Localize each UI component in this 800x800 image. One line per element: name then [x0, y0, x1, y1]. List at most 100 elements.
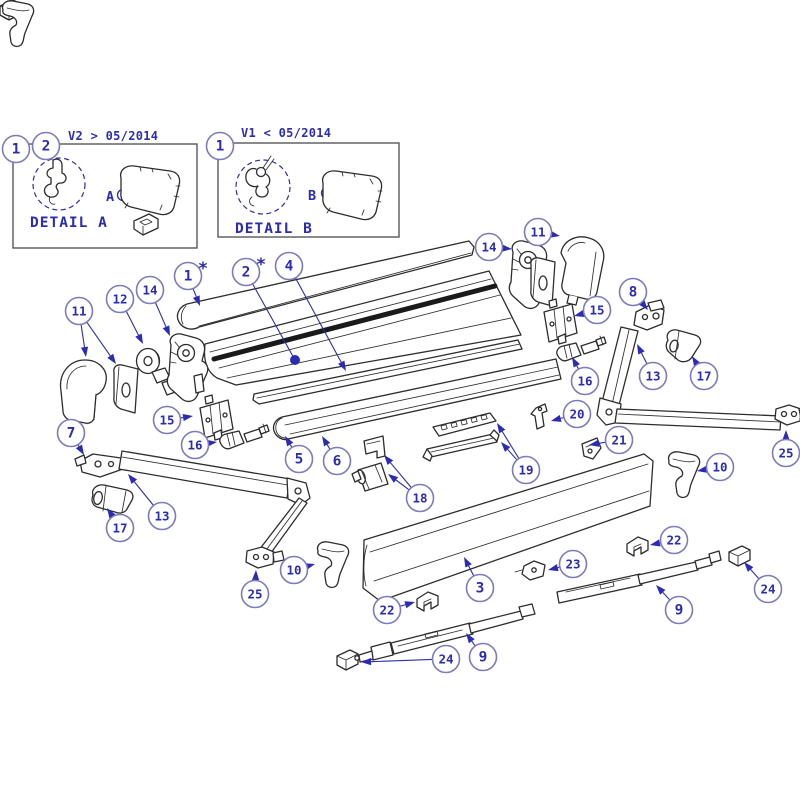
callout-circle [465, 573, 495, 603]
end-knob-left-part [219, 423, 270, 450]
arm-knuckle-cover-right-part [665, 329, 702, 363]
callout-number: 25 [778, 446, 793, 461]
callout-circle [322, 446, 352, 476]
callout-circle [64, 296, 94, 326]
arrowhead-icon [464, 557, 472, 568]
callout-number: 10 [286, 563, 301, 578]
callout-circle [173, 261, 203, 291]
callout-circle [705, 452, 735, 482]
callout-number: 1 [12, 142, 21, 158]
arrowhead-icon [107, 353, 116, 364]
right-endcap-plate-part [530, 257, 556, 307]
callout-22: 22 [372, 595, 415, 625]
arrowhead-icon [322, 436, 331, 447]
callout-15: 15 [152, 405, 193, 435]
callout-circle [135, 275, 165, 305]
foot-pad-right [667, 451, 701, 499]
leader-line [399, 604, 406, 607]
callout-13: 13 [637, 344, 668, 391]
callout-circle [618, 277, 648, 307]
callout-14: 14 [474, 232, 512, 262]
arrowhead-icon [388, 474, 399, 483]
callout-number: 9 [675, 603, 684, 619]
arrowhead-icon [361, 658, 372, 666]
callout-number: 7 [67, 426, 76, 442]
fixing-clip-left [416, 591, 439, 612]
arrowhead-icon [135, 333, 143, 344]
callout-number: 3 [476, 581, 485, 597]
callout-circle [570, 366, 600, 396]
callout-9: 9 [656, 585, 694, 625]
leader-line [389, 462, 412, 489]
foot-pad-left [316, 541, 350, 589]
callout-6: 6 [322, 436, 352, 476]
arrowhead-icon [697, 465, 708, 473]
foot-pad-part [1, 0, 35, 48]
endcap-outline-drawing-b [321, 170, 383, 221]
callout-circle [523, 217, 553, 247]
spacer-block-part [133, 213, 159, 236]
arrowhead-icon [162, 325, 170, 336]
callout-number: 18 [412, 491, 427, 506]
arrowhead-icon [75, 444, 84, 455]
arrowhead-icon [466, 633, 475, 644]
callout-number: 17 [696, 369, 711, 384]
callout-circle [638, 361, 668, 391]
callout-11: 11 [523, 217, 560, 247]
arrowhead-icon [128, 474, 138, 485]
left-endcap-plate-part [113, 364, 139, 414]
callout-16: 16 [180, 430, 217, 460]
callout-25: 25 [771, 430, 800, 468]
callout-number: 14 [481, 240, 496, 255]
left-spring-arm-part [74, 450, 311, 569]
detail-box-a-frame [12, 143, 198, 249]
arrowhead-icon [192, 295, 200, 306]
callout-circle [511, 455, 541, 485]
callout-number: 9 [479, 650, 488, 666]
fixing-clip-right [626, 536, 649, 557]
callout-number: 13 [645, 369, 660, 384]
callout-number: 15 [589, 303, 604, 318]
callout-15: 15 [574, 295, 612, 325]
callout-2: 2 [31, 131, 61, 161]
callout-circle [205, 131, 235, 161]
arrowhead-icon [497, 423, 506, 434]
target-dot-icon [290, 355, 300, 365]
arrowhead-icon [589, 439, 600, 447]
callout-number: 6 [333, 454, 342, 470]
callout-number: 1 [216, 139, 225, 155]
arrowhead-icon [638, 300, 648, 310]
callout-circle [147, 501, 177, 531]
callout-number: 11 [71, 304, 86, 319]
callout-circle [664, 595, 694, 625]
callout-8: 8 [618, 277, 648, 310]
arrowhead-icon [285, 436, 294, 447]
leader-line [326, 444, 331, 450]
part-b-letter: B [308, 188, 316, 204]
tension-rafter-left-part [354, 603, 536, 663]
leader-line [662, 591, 671, 601]
callout-circle [372, 595, 402, 625]
callout-3: 3 [464, 557, 495, 603]
callout-13: 13 [128, 474, 177, 531]
leader-line [640, 352, 648, 365]
callout-11: 11 [64, 296, 116, 364]
arrowhead-icon [384, 455, 394, 465]
callout-number: 22 [379, 603, 394, 618]
leader-line [507, 449, 518, 461]
asterisk-marker: * [256, 255, 266, 275]
asterisk-marker: * [198, 259, 208, 279]
callout-1: 1 [1, 134, 31, 164]
tension-rafter-right-part [556, 550, 722, 604]
callout-17: 17 [689, 356, 719, 391]
callout-circle [231, 257, 261, 287]
callout-9: 9 [466, 633, 498, 672]
gear-bracket-left-part [166, 333, 209, 403]
case-cover-part [203, 270, 522, 386]
detail-a-version-label: V2 > 05/2014 [68, 129, 158, 143]
lead-rail-part [362, 453, 654, 602]
callout-10: 10 [279, 555, 315, 585]
callout-12: 12 [105, 284, 143, 344]
